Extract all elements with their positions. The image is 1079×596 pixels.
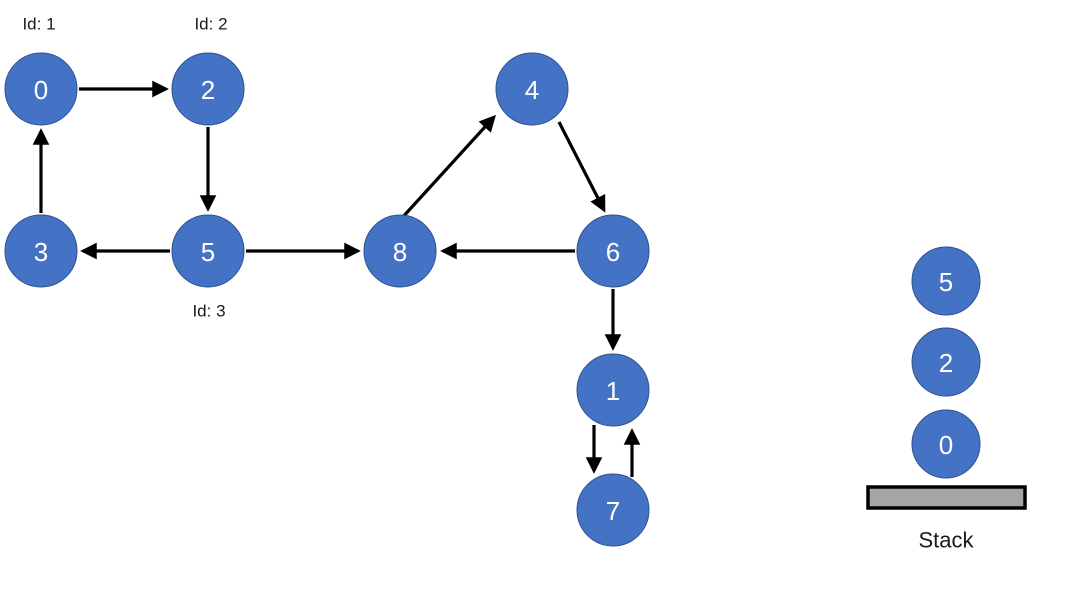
graph-node-3-label: 3: [34, 237, 48, 267]
graph-node-7-circle[interactable]: [576, 473, 650, 547]
stack-item-top-label: 5: [939, 267, 953, 297]
stack-item-middle[interactable]: 2: [911, 327, 981, 397]
graph-node-3-circle[interactable]: [4, 214, 78, 288]
graph-node-2-label: 2: [201, 75, 215, 105]
graph-node-2[interactable]: 2: [171, 52, 245, 126]
graph-edges: [32, 80, 641, 477]
graph-node-5[interactable]: 5: [171, 214, 245, 288]
edge-8-to-4: [399, 114, 496, 221]
stack-item-top-circle[interactable]: [911, 246, 981, 316]
stack-item-top[interactable]: 5: [911, 246, 981, 316]
stack-base: [866, 485, 1027, 510]
stack-title: Stack: [918, 528, 974, 553]
graph-node-2-circle[interactable]: [171, 52, 245, 126]
graph-node-8-label: 8: [393, 237, 407, 267]
stack-item-bottom-label: 0: [939, 430, 953, 460]
id-label-1: Id: 1: [22, 15, 55, 34]
graph-node-1[interactable]: 1: [576, 353, 650, 427]
graph-node-0-label: 0: [34, 75, 48, 105]
stack-base-rect: [866, 485, 1027, 510]
graph-node-4[interactable]: 4: [495, 52, 569, 126]
graph-node-0[interactable]: 0: [4, 52, 78, 126]
graph-node-4-label: 4: [525, 75, 539, 105]
graph-node-1-circle[interactable]: [576, 353, 650, 427]
stack-item-bottom[interactable]: 0: [911, 409, 981, 479]
edge-4-to-6: [557, 121, 606, 213]
graph-node-3[interactable]: 3: [4, 214, 78, 288]
stack-item-middle-label: 2: [939, 348, 953, 378]
stack-item-bottom-circle[interactable]: [911, 409, 981, 479]
graph-node-7-label: 7: [606, 496, 620, 526]
graph-node-8-circle[interactable]: [363, 214, 437, 288]
graph-node-8[interactable]: 8: [363, 214, 437, 288]
stack-panel: 5 2 0 Stack: [866, 246, 1027, 553]
graph-node-0-circle[interactable]: [4, 52, 78, 126]
graph-nodes: 0 2 3 5 4 8 6 1: [4, 52, 650, 547]
graph-node-1-label: 1: [606, 376, 620, 406]
graph-node-4-circle[interactable]: [495, 52, 569, 126]
graph-node-6-circle[interactable]: [576, 214, 650, 288]
id-label-3: Id: 3: [192, 302, 225, 321]
graph-node-7[interactable]: 7: [576, 473, 650, 547]
graph-id-labels: Id: 1 Id: 2 Id: 3: [22, 15, 227, 321]
graph-node-6[interactable]: 6: [576, 214, 650, 288]
graph-node-5-circle[interactable]: [171, 214, 245, 288]
graph-node-6-label: 6: [606, 237, 620, 267]
id-label-2: Id: 2: [194, 15, 227, 34]
stack-item-middle-circle[interactable]: [911, 327, 981, 397]
graph-node-5-label: 5: [201, 237, 215, 267]
